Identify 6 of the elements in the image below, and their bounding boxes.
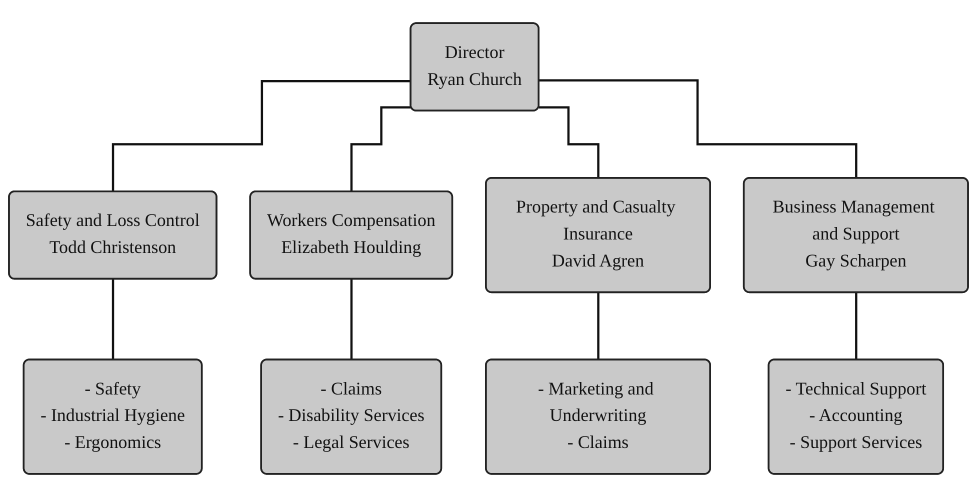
connector [112, 278, 114, 362]
connector [350, 106, 412, 193]
connector [855, 292, 858, 362]
connector [350, 278, 353, 362]
connector [597, 292, 600, 362]
connector [112, 80, 412, 193]
